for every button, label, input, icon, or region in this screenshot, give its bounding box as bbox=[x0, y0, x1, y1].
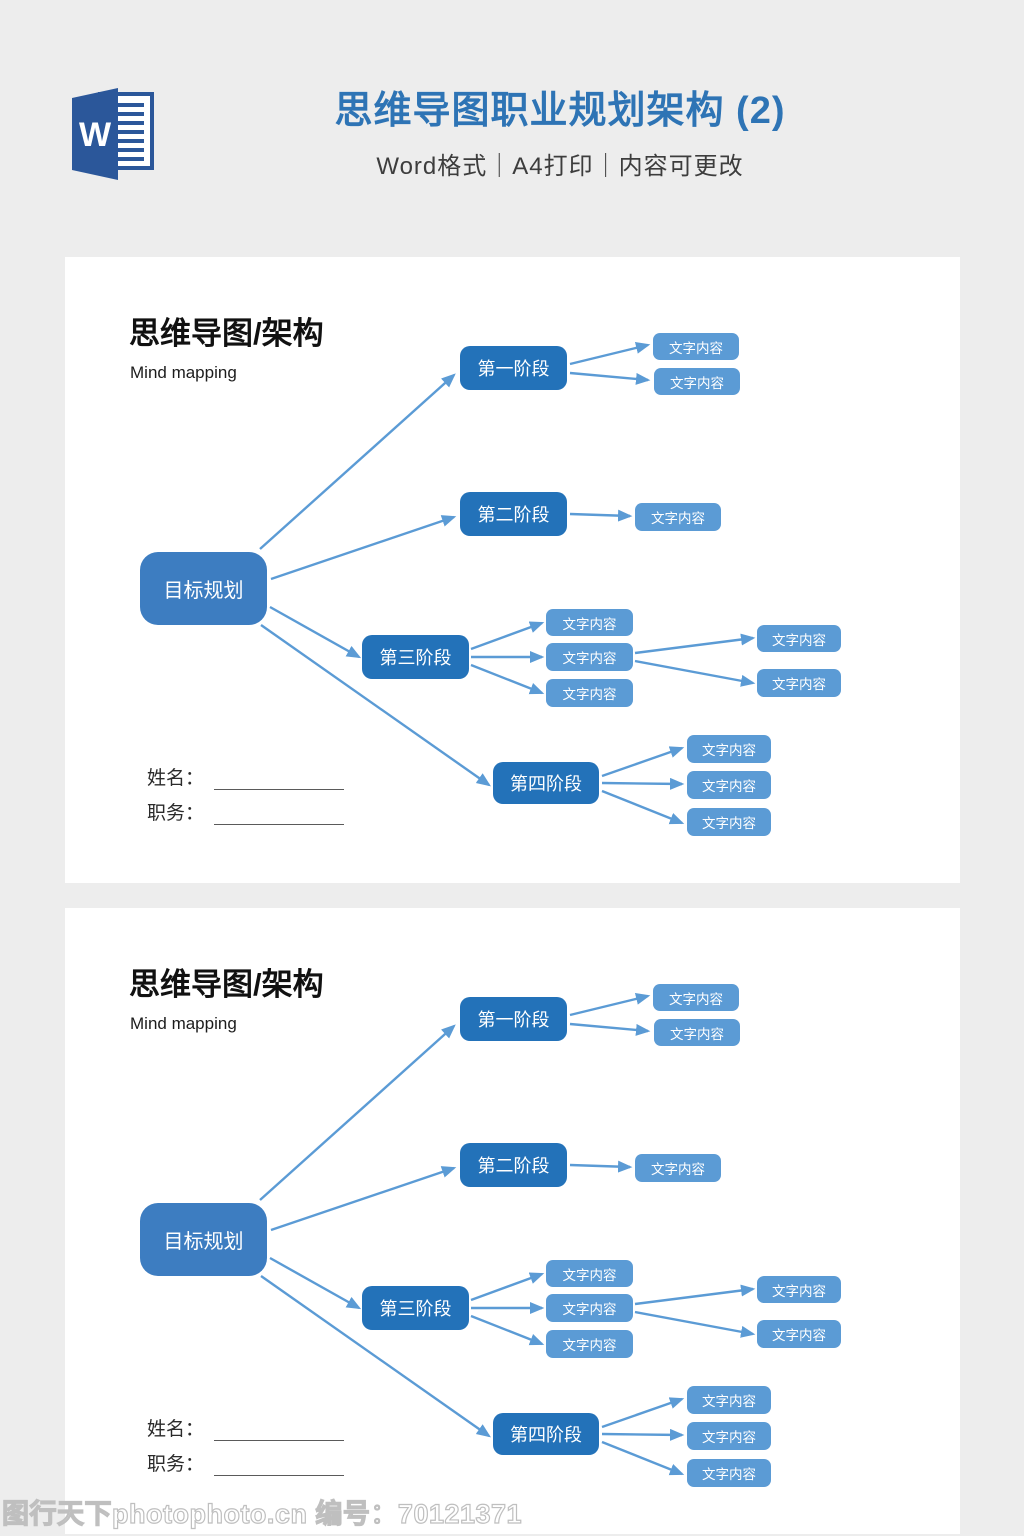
field-label: 职务： bbox=[147, 1454, 205, 1475]
leaf-node: 文字内容 bbox=[654, 368, 740, 395]
connector-arrows bbox=[259, 993, 756, 1476]
root-node: 目标规划 bbox=[140, 1203, 267, 1276]
sub-leaf-node: 文字内容 bbox=[757, 669, 841, 697]
leaf-node: 文字内容 bbox=[546, 1260, 633, 1287]
svg-text:W: W bbox=[79, 116, 112, 154]
leaf-node: 文字内容 bbox=[546, 1330, 633, 1358]
leaf-node: 文字内容 bbox=[635, 503, 721, 531]
leaf-node: 文字内容 bbox=[635, 1154, 721, 1182]
field-label: 姓名： bbox=[147, 768, 205, 789]
header-text: 思维导图职业规划架构 (2) Word格式｜A4打印｜内容可更改 bbox=[300, 90, 820, 181]
stage-node: 第一阶段 bbox=[460, 997, 567, 1041]
leaf-node: 文字内容 bbox=[687, 735, 771, 763]
page-subtitle: Word格式｜A4打印｜内容可更改 bbox=[376, 152, 744, 180]
diagram-subtitle: Mind mapping bbox=[130, 363, 237, 382]
leaf-node: 文字内容 bbox=[546, 643, 633, 671]
field-underline bbox=[214, 1424, 345, 1441]
field-underline bbox=[214, 1459, 345, 1476]
root-node: 目标规划 bbox=[140, 552, 267, 625]
field-underline bbox=[214, 808, 345, 825]
leaf-node: 文字内容 bbox=[653, 984, 739, 1011]
stage-node: 第四阶段 bbox=[493, 762, 599, 804]
field-label: 姓名： bbox=[147, 1419, 205, 1440]
stage-node: 第一阶段 bbox=[460, 346, 567, 390]
leaf-node: 文字内容 bbox=[546, 609, 633, 636]
stage-node: 第二阶段 bbox=[460, 1143, 567, 1187]
word-logo-graphic: W bbox=[72, 88, 154, 180]
header: W 思维导图职业规划架构 (2) Word格式｜A4打印｜内容可更改 bbox=[0, 0, 1024, 230]
leaf-node: 文字内容 bbox=[687, 808, 771, 836]
word-icon: W bbox=[62, 84, 162, 182]
leaf-node: 文字内容 bbox=[546, 1294, 633, 1322]
sub-leaf-node: 文字内容 bbox=[757, 1276, 841, 1303]
leaf-node: 文字内容 bbox=[687, 771, 771, 799]
field-row: 姓名： bbox=[147, 763, 345, 790]
leaf-node: 文字内容 bbox=[653, 333, 739, 360]
field-row: 职务： bbox=[147, 1449, 345, 1476]
leaf-node: 文字内容 bbox=[687, 1459, 771, 1487]
page-title: 思维导图职业规划架构 (2) bbox=[334, 90, 786, 132]
field-row: 职务： bbox=[147, 798, 345, 825]
sub-leaf-node: 文字内容 bbox=[757, 625, 841, 652]
stage-node: 第三阶段 bbox=[362, 1286, 469, 1330]
watermark: 图行天下photophoto.cn 编号：70121371 bbox=[1, 1498, 523, 1529]
field-underline bbox=[214, 773, 345, 790]
leaf-node: 文字内容 bbox=[687, 1386, 771, 1414]
diagram-subtitle: Mind mapping bbox=[130, 1014, 237, 1033]
connector-arrows bbox=[259, 342, 756, 825]
leaf-node: 文字内容 bbox=[654, 1019, 740, 1046]
stage-node: 第二阶段 bbox=[460, 492, 567, 536]
stage-node: 第四阶段 bbox=[493, 1413, 599, 1455]
field-row: 姓名： bbox=[147, 1414, 345, 1441]
diagram-title: 思维导图/架构 bbox=[129, 316, 324, 351]
diagram-title: 思维导图/架构 bbox=[129, 967, 324, 1002]
leaf-node: 文字内容 bbox=[546, 679, 633, 707]
stage-node: 第三阶段 bbox=[362, 635, 469, 679]
leaf-node: 文字内容 bbox=[687, 1422, 771, 1450]
field-label: 职务： bbox=[147, 803, 205, 824]
sub-leaf-node: 文字内容 bbox=[757, 1320, 841, 1348]
